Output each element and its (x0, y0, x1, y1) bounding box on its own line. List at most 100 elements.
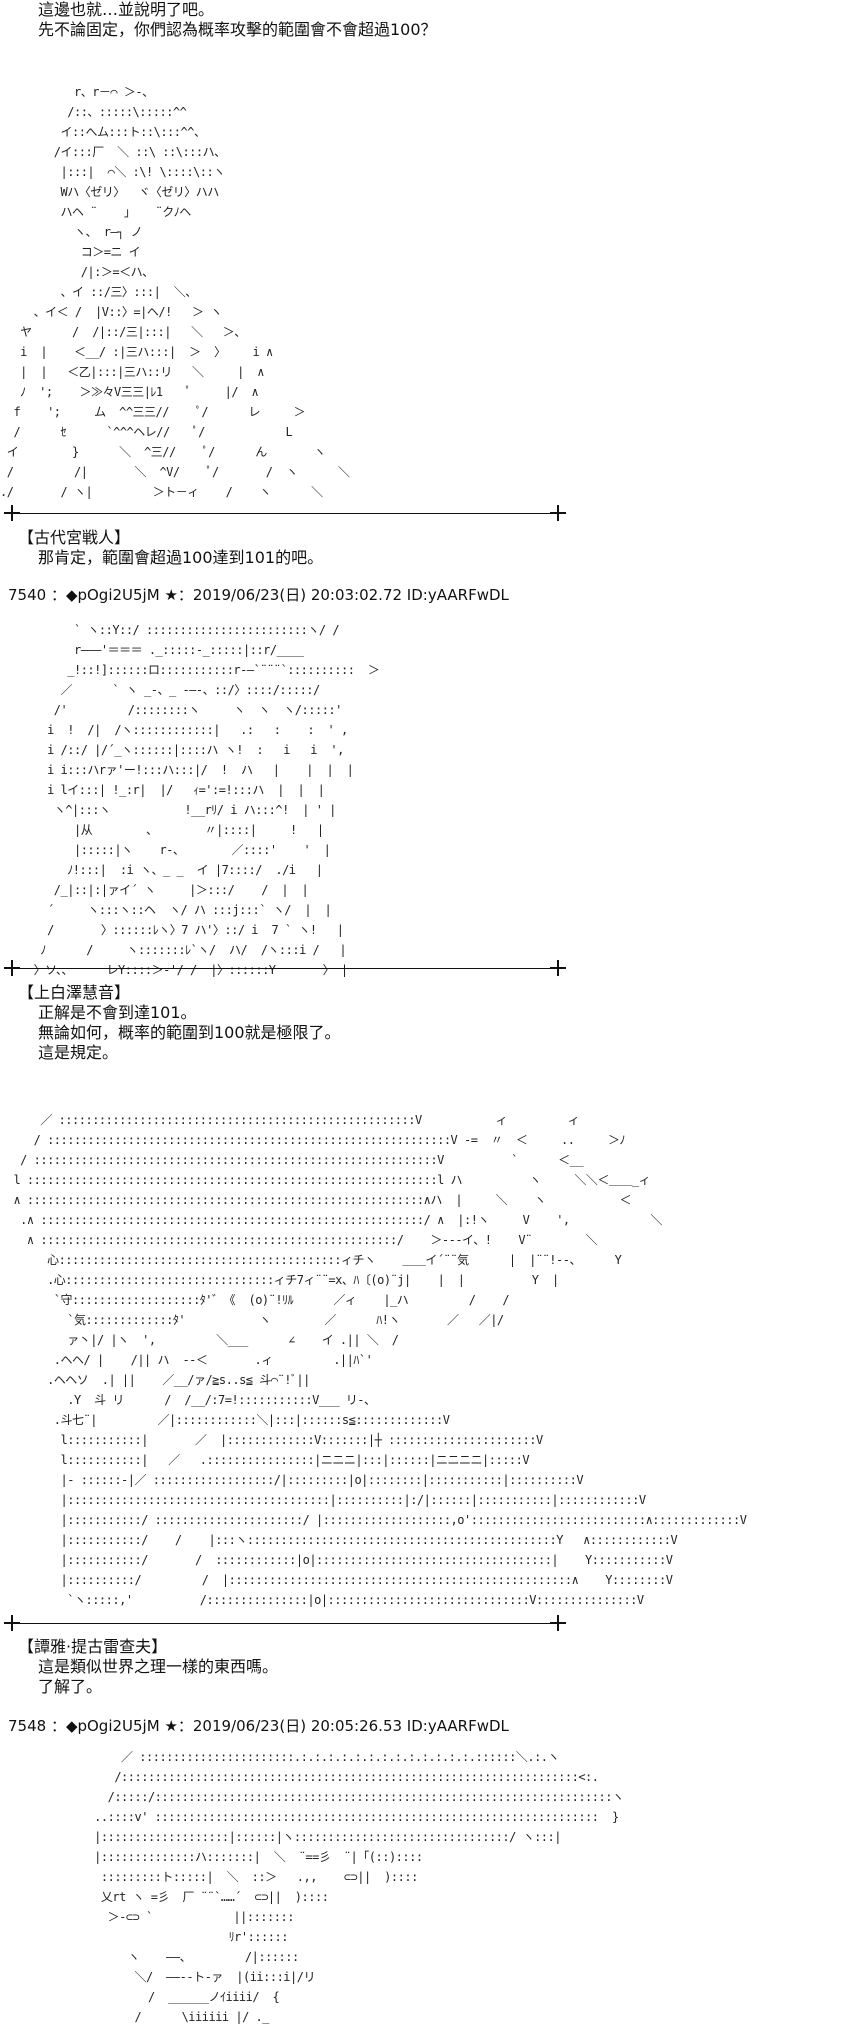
ascii-art-row: コ＞=ニ イ (0, 245, 141, 259)
ascii-art-row: i i:::ハrァ'ー!:::ハ:::|/ ! ハ | | | | (0, 763, 354, 777)
ascii-art-row: |从 、 〃|::::| ! | (0, 823, 324, 837)
text-line: 先不論固定，你們認為概率攻擊的範圍會不會超過100？ (38, 20, 437, 39)
ascii-art-row: |::::::::::::::ハ:::::::| ＼ ¨==彡 ¨|「(::):… (0, 1850, 423, 1864)
ascii-art-row: |:::::::::::/ / |:::ヽ:::::::::::::::::::… (0, 1533, 678, 1547)
ascii-art-row: ﾉ!:::| :i ヽ、_ _ イ |7::::/ ./i | (0, 863, 323, 877)
ascii-art-row: ´ ヽ:::ヽ::ヘ ヽ/ ハ :::j:::` ヽ/ | | (0, 903, 332, 917)
dialog-line: 正解是不會到達101。 (38, 1003, 197, 1022)
ascii-art-row: ハヘ ¨ 」 ¨クﾉヘ (0, 205, 192, 219)
speaker-name: 【上白澤慧音】 (18, 983, 131, 1002)
ascii-art-row: Wハ〈ゼリ〉 ヾ〈ゼリ〉ハハ (0, 185, 220, 199)
ascii-art-row: / /| ＼ ^V/ ﾟ/ / ヽ ＼ (0, 465, 350, 479)
ascii-art-row: i ! /| /ヽ::::::::::::| .: : : ' , (0, 723, 348, 737)
ascii-art-row: ／ ` ヽ _-、_ -―-、::/〉::::/:::::/ (0, 683, 321, 697)
plus-marker-right (550, 1615, 566, 1631)
ascii-art-row: ..::::v' :::::::::::::::::::::::::::::::… (0, 1810, 619, 1824)
ascii-art-row: :::::::::ト:::::| ＼ ::＞ .,, ⊂⊃|| ):::: (0, 1870, 418, 1884)
dialog-line: 了解了。 (38, 1677, 103, 1696)
ascii-art-row: ./ / ヽ| ＞ト－ィ / ヽ ＼ (0, 485, 323, 499)
ascii-art-row: /::、:::::\:::::^^ (0, 105, 187, 119)
ascii-art-row: .ヘヘ/ | /|| ハ --＜ .ィ .||ﾊ`' (0, 1353, 373, 1367)
ascii-art-row: .ヘヘソ .| || ／__/ァ/≧s..s≦ 斗⌒¨!ﾞ|| (0, 1373, 310, 1387)
ascii-art-row: |:::::|ヽ r‐、 ／::::' ' | (0, 843, 331, 857)
ascii-art-row: `気:::::::::::::ﾀ' ヽ ／ ﾊ!ヽ ／ ／|/ (0, 1313, 504, 1327)
ascii-art-row: ヤ / /|::/三|:::| ＼ ＞、 (0, 325, 246, 339)
divider-line (8, 968, 562, 969)
ascii-art-row: ／ ::::::::::::::::::::::::::::::::::::::… (0, 1113, 580, 1127)
ascii-art-row: ヽ、 r―┐ ノ (0, 225, 143, 239)
divider-line (8, 1623, 562, 1624)
ascii-art-battler: r、r－⌒ ＞-、 /::、:::::\:::::^^ イ::へム:::ト::\… (0, 82, 350, 502)
ascii-art-row: |:::::::::::::::::::::::::::::::::::::::… (0, 1493, 647, 1507)
ascii-art-row: | | ＜乙|:::|三ハ::リ ＼ | ∧ (0, 365, 265, 379)
plus-marker-left (4, 1615, 20, 1631)
text-line: 這邊也就…並說明了吧。 (38, 0, 215, 19)
ascii-art-row: _!::!]::::::ロ:::::::::::r-―`¨¨¨`::::::::… (0, 663, 380, 677)
ascii-art-row: / ______ノｲiiii/ { (0, 1990, 280, 2004)
ascii-art-row: /_|::|:|ァイ´ ヽ |＞:::/ / | | (0, 883, 309, 897)
dialog-line: 無論如何，概率的範圍到100就是極限了。 (38, 1023, 341, 1042)
ascii-art-row: / \iiiiii |/ ._ (0, 2010, 269, 2024)
ascii-art-row: `ヽ:::::,' /:::::::::::::::|o|:::::::::::… (0, 1593, 644, 1607)
ascii-art-tanya: ／ ::::::::::::::::::::::::::::::::::::::… (0, 1110, 747, 1610)
ascii-art-row: |:::| ⌒＼ :\! \::::\::ヽ (0, 165, 226, 179)
ascii-art-row: /|:＞=＜ハ、 (0, 265, 154, 279)
ascii-art-row: / 〉::::::ﾚヽ〉7 ハ'〉::/ i 7 ` ヽ! | (0, 923, 344, 937)
ascii-art-row: |::::::::::/ / |::::::::::::::::::::::::… (0, 1573, 673, 1587)
ascii-art-row: 、イ ::/三〉:::| ＼、 (0, 285, 198, 299)
ascii-art-row: l:::::::::::| ／ |:::::::::::::V:::::::|┼… (0, 1433, 544, 1447)
ascii-art-row: l ::::::::::::::::::::::::::::::::::::::… (0, 1173, 651, 1187)
ascii-art-row: .∧ :::::::::::::::::::::::::::::::::::::… (0, 1213, 662, 1227)
ascii-art-row: イ::へム:::ト::\:::^^、 (0, 125, 206, 139)
ascii-art-row: ／ :::::::::::::::::::::::.:.:.:.:.:.:.:.… (0, 1750, 560, 1764)
ascii-art-row: イ } ＼ ^三// ﾟ/ ん ヽ (0, 445, 326, 459)
ascii-art-row: 心:::::::::::::::::::::::::::::::::::::::… (0, 1253, 622, 1267)
ascii-art-row: ` ヽ::Y::/ ::::::::::::::::::::::::ヽ/ / (0, 623, 340, 637)
dialog-line: 這是類似世界之理一樣的東西嗎。 (38, 1657, 279, 1676)
dialog-line: 這是規定。 (38, 1043, 119, 1062)
ascii-art-row: 乂rt ヽ =彡 厂 ¨¨`……´ ⊂⊃|| ):::: (0, 1890, 329, 1904)
ascii-art-row: ﾉ / ヽ:::::::ﾚ`ヽ/ ハ/ /ヽ:::i / | (0, 943, 347, 957)
ascii-art-row: / ::::::::::::::::::::::::::::::::::::::… (0, 1153, 584, 1167)
ascii-art-row: r、r－⌒ ＞-、 (0, 85, 154, 99)
ascii-art-row: |:::::::::::/ ::::::::::::::::::::::/ |:… (0, 1513, 747, 1527)
ascii-art-row: /:::::::::::::::::::::::::::::::::::::::… (0, 1770, 599, 1784)
ascii-art-row: 、イ＜ / |V::〉=|ヘ/! ＞ ヽ (0, 305, 223, 319)
ascii-art-row: 〉ソ、、 レY::::＞-'/ / |〉::::::Y 〉 | (0, 963, 348, 977)
speaker-name: 【古代宮戦人】 (18, 528, 131, 547)
ascii-art-row: .斗七¨| ／|::::::::::::＼|:::|::::::s≦::::::… (0, 1413, 450, 1427)
ascii-art-row: ァ丶|/ |ヽ ', ＼___ ∠ イ .|| ＼ / (0, 1333, 399, 1347)
ascii-art-row: ＞-⊂⊃ ` ||::::::: (0, 1910, 295, 1924)
ascii-art-row: /イ:::厂 ＼ ::\ ::\:::ハ、 (0, 145, 226, 159)
ascii-art-row: ﾘr':::::: (0, 1930, 289, 1944)
ascii-art-row: .Y 斗 リ / /__/:7=!:::::::::::V___ リ-、 (0, 1393, 376, 1407)
ascii-art-row: ∧ ::::::::::::::::::::::::::::::::::::::… (0, 1193, 632, 1207)
dialog-line: 那肯定，範圍會超過100達到101的吧。 (38, 548, 324, 567)
plus-marker-right (550, 505, 566, 521)
plus-marker-left (4, 505, 20, 521)
ascii-art-row: ﾉ '; ＞≫々V三三|ﾚ1 ﾟ |/ ∧ (0, 385, 259, 399)
ascii-art-row: i /::/ |/´_ヽ::::::|::::ハ ヽ! : i i ', (0, 743, 344, 757)
ascii-art-row: f '; ム ^^三三// ﾟ/ レ ＞ (0, 405, 306, 419)
ascii-art-character: ／ :::::::::::::::::::::::.:.:.:.:.:.:.:.… (0, 1747, 624, 2027)
ascii-art-row: |:::::::::::/ / ::::::::::::|o|:::::::::… (0, 1553, 673, 1567)
ascii-art-row: / ::::::::::::::::::::::::::::::::::::::… (0, 1133, 626, 1147)
post-header: 7548 ：◆pOgi2U5jM ★：2019/06/23(日) 20:05:2… (8, 1717, 509, 1735)
ascii-art-row: ∧ ::::::::::::::::::::::::::::::::::::::… (0, 1233, 598, 1247)
ascii-art-row: /:::::/:::::::::::::::::::::::::::::::::… (0, 1790, 624, 1804)
ascii-art-row: |:::::::::::::::::::|::::::|ヽ:::::::::::… (0, 1830, 561, 1844)
ascii-art-row: r―――'＝＝＝ ._:::::-_:::::|::r/____ (0, 643, 304, 657)
plus-marker-left (4, 960, 20, 976)
ascii-art-keine: ` ヽ::Y::/ ::::::::::::::::::::::::ヽ/ / r… (0, 620, 380, 980)
ascii-art-row: i lイ:::| !_:r| |/ ｨ=':=!:::ハ | | | (0, 783, 325, 797)
ascii-art-row: /' /::::::::ヽ ヽ ヽ ヽ/:::::' (0, 703, 343, 717)
ascii-art-row: ヽ^|:::ヽ !__rﾘ/ i ハ:::^! | ' | (0, 803, 337, 817)
ascii-art-row: ＼/ ――--ト-ァ |(ii:::i|/リ (0, 1970, 315, 1984)
ascii-art-row: .心:::::::::::::::::::::::::::::::ィチ7ィ¨¨=… (0, 1273, 559, 1287)
ascii-art-row: / ｾ `^^^ヘレ// ﾟ/ L (0, 425, 293, 439)
ascii-art-row: `守:::::::::::::::::::ﾀ'゛《 (o)¨!ﾘﾙ ／ィ |_ハ… (0, 1293, 510, 1307)
ascii-art-row: ヽ ――、 /|:::::: (0, 1950, 299, 1964)
ascii-art-row: l:::::::::::| ／ .::::::::::::::::|ニニニ|::… (0, 1453, 530, 1467)
speaker-name: 【譚雅·提古雷查夫】 (18, 1637, 168, 1656)
ascii-art-row: i | ＜__/ :|三ハ:::| ＞ 〉 i ∧ (0, 345, 273, 359)
